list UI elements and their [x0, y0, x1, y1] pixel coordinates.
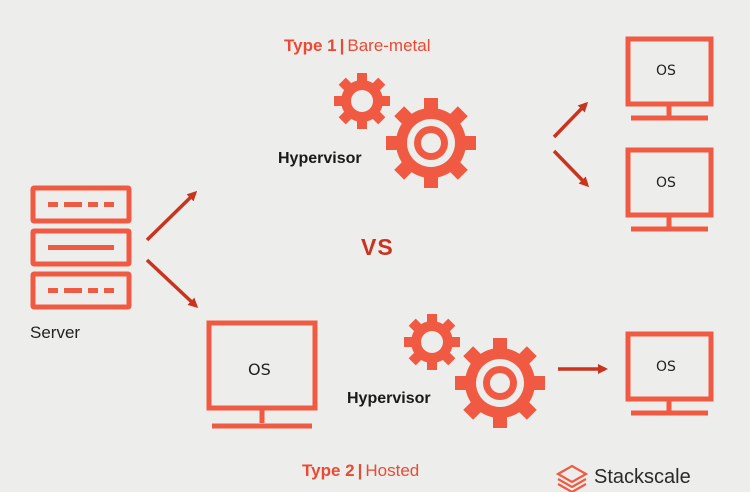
- type2-title: Type 2|Hosted: [302, 461, 419, 481]
- gear-large-icon-type1: [386, 98, 476, 188]
- gear-small-icon-type2: [404, 314, 460, 370]
- server-label: Server: [30, 323, 81, 342]
- os-label-middle-right: OS: [656, 175, 676, 191]
- monitor-icon-top-right: [625, 36, 714, 121]
- arrow-server-to-type1: [145, 190, 198, 242]
- type1-title-bold: Type 1: [284, 36, 337, 55]
- hypervisor-label-type2: Hypervisor: [347, 390, 431, 407]
- os-label-bottom-right: OS: [656, 359, 676, 375]
- os-label-host: OS: [248, 360, 271, 379]
- monitor-icon-middle-right: [625, 147, 714, 232]
- monitor-icon-bottom-right: [625, 331, 714, 416]
- monitor-icon-host-os: [206, 320, 318, 429]
- arrow-type1-to-os-middle: [552, 149, 590, 188]
- type1-title-rest: Bare-metal: [347, 36, 431, 55]
- hypervisor-label-type1: Hypervisor: [278, 150, 362, 167]
- gear-small-icon-type1: [334, 73, 390, 129]
- os-label-top-right: OS: [656, 63, 676, 79]
- server-icon: [30, 185, 132, 310]
- type2-title-bold: Type 2: [302, 461, 355, 480]
- type2-title-separator: |: [357, 461, 363, 480]
- arrow-type1-to-os-top: [552, 101, 589, 139]
- type2-title-rest: Hosted: [365, 461, 420, 480]
- type1-title-separator: |: [339, 36, 345, 55]
- gear-large-icon-type2: [455, 338, 545, 428]
- type1-title: Type 1|Bare-metal: [284, 36, 431, 56]
- stackscale-logo-icon: [555, 464, 589, 492]
- brand-name: Stackscale: [594, 466, 691, 488]
- arrow-server-to-type2: [145, 258, 199, 309]
- vs-label: VS: [361, 234, 394, 260]
